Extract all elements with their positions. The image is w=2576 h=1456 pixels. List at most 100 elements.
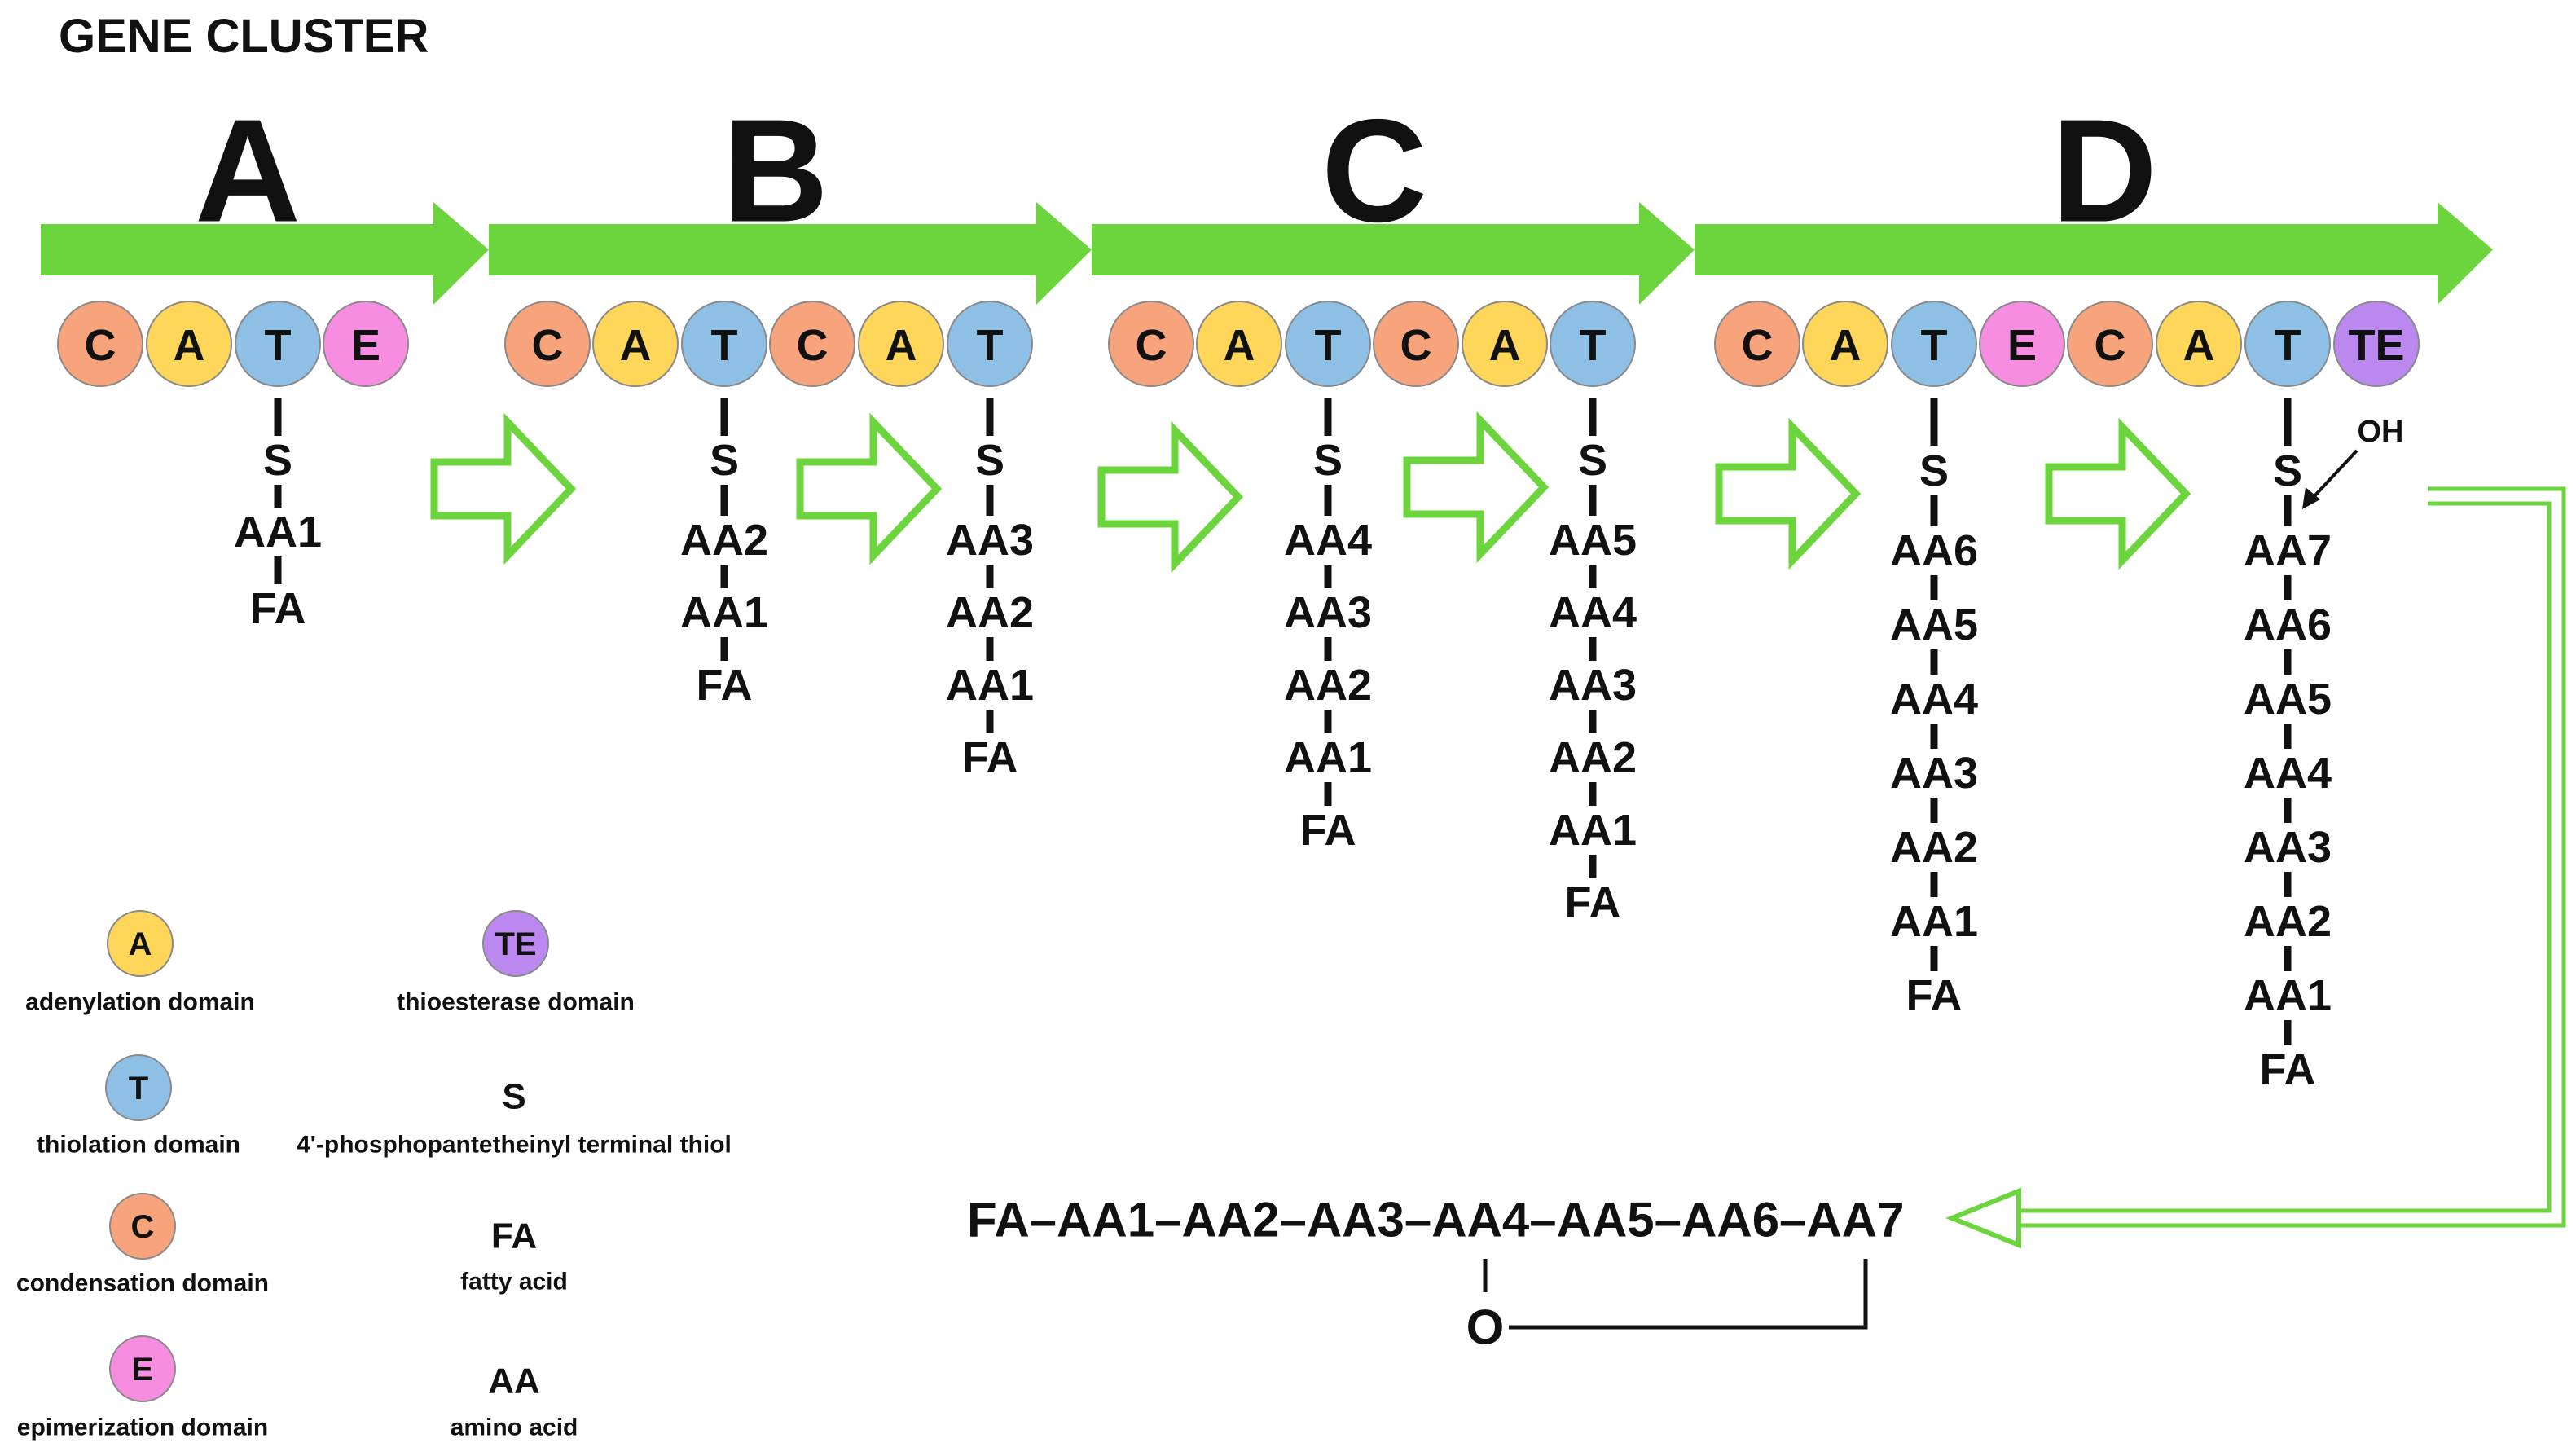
amino-acid-label: AA1 xyxy=(680,588,768,637)
domain-label: C xyxy=(797,321,829,370)
domain-c: C xyxy=(769,301,855,387)
legend-description: condensation domain xyxy=(16,1270,269,1297)
thiol-label: S xyxy=(1919,446,1949,495)
legend-description: amino acid xyxy=(451,1414,578,1441)
module-b-gene-arrow xyxy=(489,202,1092,305)
amino-acid-label: AA4 xyxy=(2244,749,2332,798)
legend-description: fatty acid xyxy=(460,1269,568,1295)
amino-acid-label: AA5 xyxy=(1549,516,1637,565)
domain-label: T xyxy=(1921,321,1948,370)
legend-swatch xyxy=(482,910,549,977)
amino-acid-label: AA5 xyxy=(1890,600,1978,649)
legend-description: epimerization domain xyxy=(17,1414,268,1441)
fatty-acid-label: FA xyxy=(696,661,752,710)
amino-acid-label: AA2 xyxy=(680,516,768,565)
amino-acid-label: AA4 xyxy=(1284,516,1372,565)
amino-acid-label: AA2 xyxy=(1284,661,1372,710)
domain-t: T xyxy=(1285,301,1371,387)
domain-circle xyxy=(1196,301,1282,387)
product-sequence: FA–AA1–AA2–AA3–AA4–AA5–AA6–AA7 xyxy=(967,1193,1904,1247)
domain-label: C xyxy=(85,321,116,370)
domain-a: A xyxy=(1196,301,1282,387)
amino-acid-label: AA4 xyxy=(1549,588,1637,637)
domain-circle xyxy=(769,301,855,387)
release-arrow-outer-line xyxy=(2004,486,2566,1228)
domain-circle xyxy=(2244,301,2331,387)
legend-swatch xyxy=(107,910,174,977)
thiol-label: S xyxy=(263,436,292,485)
thiol-label: S xyxy=(1578,436,1607,485)
domain-label: A xyxy=(886,321,917,370)
module-d-gene-arrow xyxy=(1695,202,2493,305)
amino-acid-label: AA2 xyxy=(2244,897,2332,946)
module-label: B xyxy=(723,90,829,253)
amino-acid-label: AA3 xyxy=(1284,588,1372,637)
domain-a: A xyxy=(2156,301,2242,387)
transfer-arrow xyxy=(796,412,943,565)
amino-acid-label: AA1 xyxy=(1890,897,1978,946)
domain-circle xyxy=(1285,301,1371,387)
domain-c: C xyxy=(1108,301,1194,387)
domain-circle xyxy=(235,301,321,387)
hydroxyl-label: OH xyxy=(2358,415,2404,449)
domain-circle xyxy=(1108,301,1194,387)
domain-a: A xyxy=(1462,301,1548,387)
domain-label: T xyxy=(1315,321,1342,370)
domain-circle xyxy=(1714,301,1800,387)
transfer-arrow xyxy=(430,412,577,565)
amino-acid-label: AA5 xyxy=(2244,675,2332,724)
legend-symbol: TE xyxy=(495,926,536,962)
amino-acid-label: AA1 xyxy=(1284,733,1372,782)
domain-label: A xyxy=(1830,321,1862,370)
module-a-gene-arrow xyxy=(41,202,489,305)
domain-circle xyxy=(592,301,679,387)
legend-symbol: C xyxy=(131,1209,155,1245)
domain-t: T xyxy=(2244,301,2331,387)
domain-label: T xyxy=(711,321,738,370)
domain-t: T xyxy=(1891,301,1977,387)
domain-circle xyxy=(57,301,143,387)
amino-acid-label: AA4 xyxy=(1890,675,1978,724)
amino-acid-label: AA2 xyxy=(1549,733,1637,782)
domain-label: E xyxy=(2007,321,2037,370)
amino-acid-label: AA1 xyxy=(1549,806,1637,855)
domain-circle xyxy=(1550,301,1636,387)
flow-arrows-layer xyxy=(430,411,2566,1249)
legend-symbol: S xyxy=(502,1077,525,1117)
domain-t: T xyxy=(1550,301,1636,387)
domain-a: A xyxy=(146,301,232,387)
domain-circle xyxy=(504,301,591,387)
fatty-acid-label: FA xyxy=(2259,1045,2315,1094)
legend-symbol: E xyxy=(132,1352,154,1388)
fatty-acid-label: FA xyxy=(1299,806,1356,855)
diagram-title: GENE CLUSTER xyxy=(59,10,429,63)
domain-a: A xyxy=(858,301,944,387)
ring-bond-aa7 xyxy=(1509,1259,1868,1330)
domain-a: A xyxy=(1802,301,1888,387)
amino-acid-label: AA1 xyxy=(234,508,322,556)
domain-label: A xyxy=(174,321,205,370)
domain-c: C xyxy=(504,301,591,387)
legend-symbol: A xyxy=(129,926,152,962)
domain-circle xyxy=(1891,301,1977,387)
fatty-acid-label: FA xyxy=(249,584,306,633)
domain-label: C xyxy=(2095,321,2126,370)
thioesterase-hydrolysis: OH xyxy=(2302,415,2404,509)
transfer-arrow xyxy=(1097,420,1244,574)
transfer-arrow xyxy=(2045,417,2191,570)
domain-e: E xyxy=(323,301,409,387)
domain-circle xyxy=(681,301,767,387)
amino-acid-label: AA3 xyxy=(1549,661,1637,710)
domain-circle xyxy=(1373,301,1459,387)
domain-circle xyxy=(2156,301,2242,387)
